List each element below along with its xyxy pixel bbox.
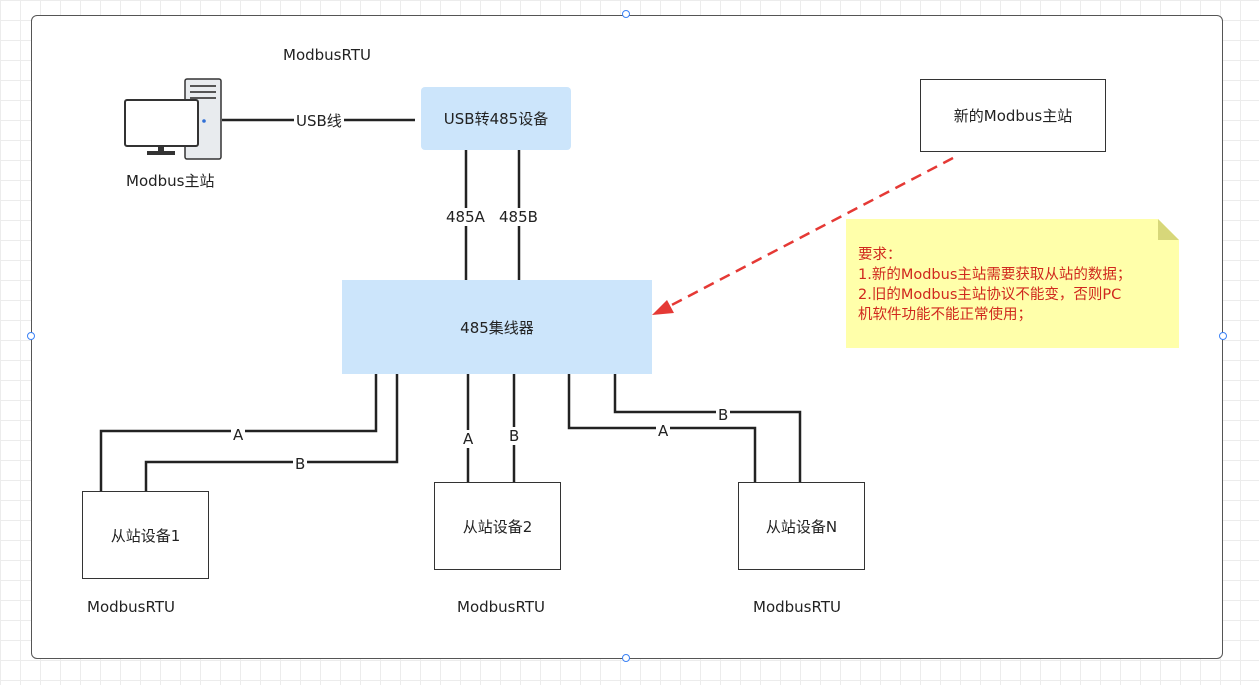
slave1-wire-b-label: B xyxy=(293,455,308,473)
requirements-note[interactable]: 要求： 1.新的Modbus主站需要获取从站的数据； 2.旧的Modbus主站协… xyxy=(846,219,1179,348)
computer-icon[interactable] xyxy=(123,78,223,163)
slaveN-wire-b-label: B xyxy=(716,406,731,424)
slave2-wire-b-label: B xyxy=(507,427,522,445)
selection-handle-bottom[interactable] xyxy=(622,654,630,662)
usb-cable-label: USB线 xyxy=(294,112,344,130)
new-master-arrow-head xyxy=(652,300,674,315)
usb-485-device[interactable]: USB转485设备 xyxy=(421,87,571,150)
note-line: 要求： xyxy=(858,247,902,263)
selection-handle-top[interactable] xyxy=(622,10,630,18)
note-line: 机软件功能不能正常使用； xyxy=(858,307,1032,323)
slave-device-n[interactable]: 从站设备N xyxy=(738,482,865,570)
slaveN-wire-a-label: A xyxy=(656,422,671,440)
wire-485b-label: 485B xyxy=(497,208,540,226)
selection-handle-right[interactable] xyxy=(1219,332,1227,340)
slave2-wire-a-label: A xyxy=(461,430,476,448)
selection-handle-left[interactable] xyxy=(27,332,35,340)
top-protocol-label: ModbusRTU xyxy=(283,46,371,64)
slave-device-2[interactable]: 从站设备2 xyxy=(434,482,561,570)
new-master-arrow-line xyxy=(663,156,954,311)
rs485-hub[interactable]: 485集线器 xyxy=(342,280,652,374)
slaveN-wire-b xyxy=(613,374,802,482)
slaveN-protocol-label: ModbusRTU xyxy=(753,598,841,616)
new-modbus-master-box[interactable]: 新的Modbus主站 xyxy=(920,79,1106,152)
slave1-protocol-label: ModbusRTU xyxy=(87,598,175,616)
wire-485a-label: 485A xyxy=(444,208,487,226)
note-line: 2.旧的Modbus主站协议不能变，否则PC xyxy=(858,287,1122,303)
slave1-wire-a-label: A xyxy=(231,426,246,444)
slave-device-1[interactable]: 从站设备1 xyxy=(82,491,209,579)
slave1-wire-b xyxy=(144,374,399,491)
note-line: 1.新的Modbus主站需要获取从站的数据； xyxy=(858,267,1132,283)
pc-label: Modbus主站 xyxy=(126,172,215,190)
slave2-protocol-label: ModbusRTU xyxy=(457,598,545,616)
